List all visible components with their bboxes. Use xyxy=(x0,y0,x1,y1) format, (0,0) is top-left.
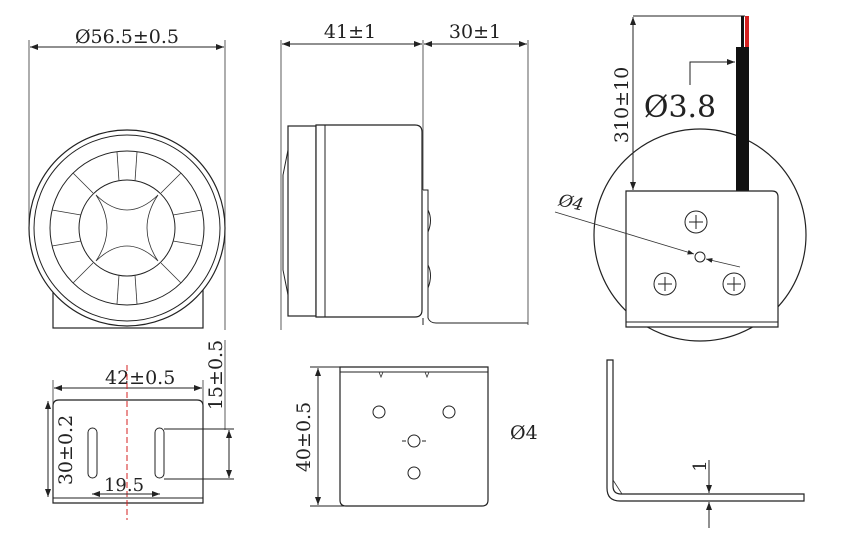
slot-spacing-label: 19.5 xyxy=(104,475,144,496)
diameter-label: Ø56.5±0.5 xyxy=(75,26,179,48)
bracket-plate-view: 40±0.5 Ø4 xyxy=(293,366,538,507)
plate-hole-label: Ø4 xyxy=(510,422,538,444)
cable-diameter-label: Ø3.8 xyxy=(644,90,716,125)
bracket-height-label: 30±0.2 xyxy=(55,415,77,485)
bracket-front-view: 42±0.5 30±0.2 15±0.5 19.5 xyxy=(45,340,234,520)
cable xyxy=(736,47,749,192)
bracket-width-label: 42±0.5 xyxy=(105,367,175,389)
rear-view: 310±10 Ø3.8 Ø4 xyxy=(554,15,807,342)
screws xyxy=(653,210,746,296)
red-wire xyxy=(745,16,749,48)
slot-length-label: 15±0.5 xyxy=(205,340,227,410)
grille-ribs xyxy=(51,151,203,305)
hole-diameter-label: Ø4 xyxy=(556,191,585,216)
front-view: Ø56.5±0.5 xyxy=(28,26,226,330)
thickness-label: 1 xyxy=(690,460,711,471)
depth-label: 41±1 xyxy=(324,21,376,43)
side-view: 41±1 30±1 xyxy=(280,21,529,330)
bracket-depth-label: 30±1 xyxy=(449,21,501,43)
black-wire xyxy=(741,16,744,48)
plate-height-label: 40±0.5 xyxy=(293,402,315,472)
bracket-profile-view: 1 xyxy=(606,359,805,528)
cable-length-label: 310±10 xyxy=(611,67,633,143)
